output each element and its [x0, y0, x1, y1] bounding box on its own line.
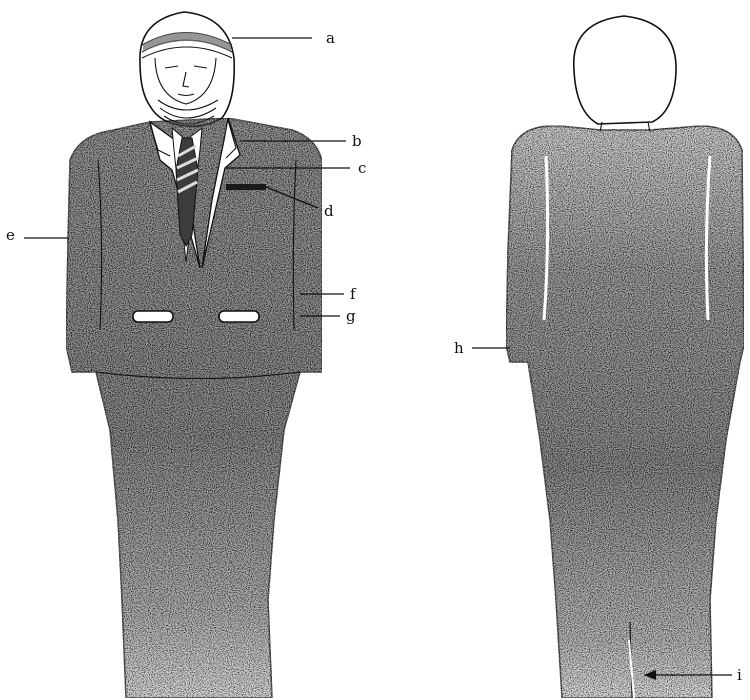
- callout-label-i: i: [737, 666, 742, 684]
- front-head: [140, 12, 234, 126]
- callout-label-e: e: [6, 226, 15, 244]
- callout-label-b: b: [352, 132, 362, 150]
- callout-label-c: c: [358, 159, 366, 177]
- callout-h: h: [454, 339, 510, 357]
- front-view: [66, 12, 322, 698]
- callout-a: a: [232, 29, 335, 47]
- front-pocket-right: [219, 311, 259, 322]
- front-pocket-left: [133, 311, 173, 322]
- back-view: [506, 16, 744, 698]
- callout-label-a: a: [326, 29, 335, 47]
- callout-label-d: d: [324, 202, 334, 220]
- callout-label-h: h: [454, 339, 464, 357]
- front-breast-pocket: [226, 184, 266, 190]
- callout-e: e: [6, 226, 68, 244]
- callout-label-g: g: [346, 307, 356, 325]
- back-head: [574, 16, 676, 124]
- callout-label-f: f: [350, 285, 357, 303]
